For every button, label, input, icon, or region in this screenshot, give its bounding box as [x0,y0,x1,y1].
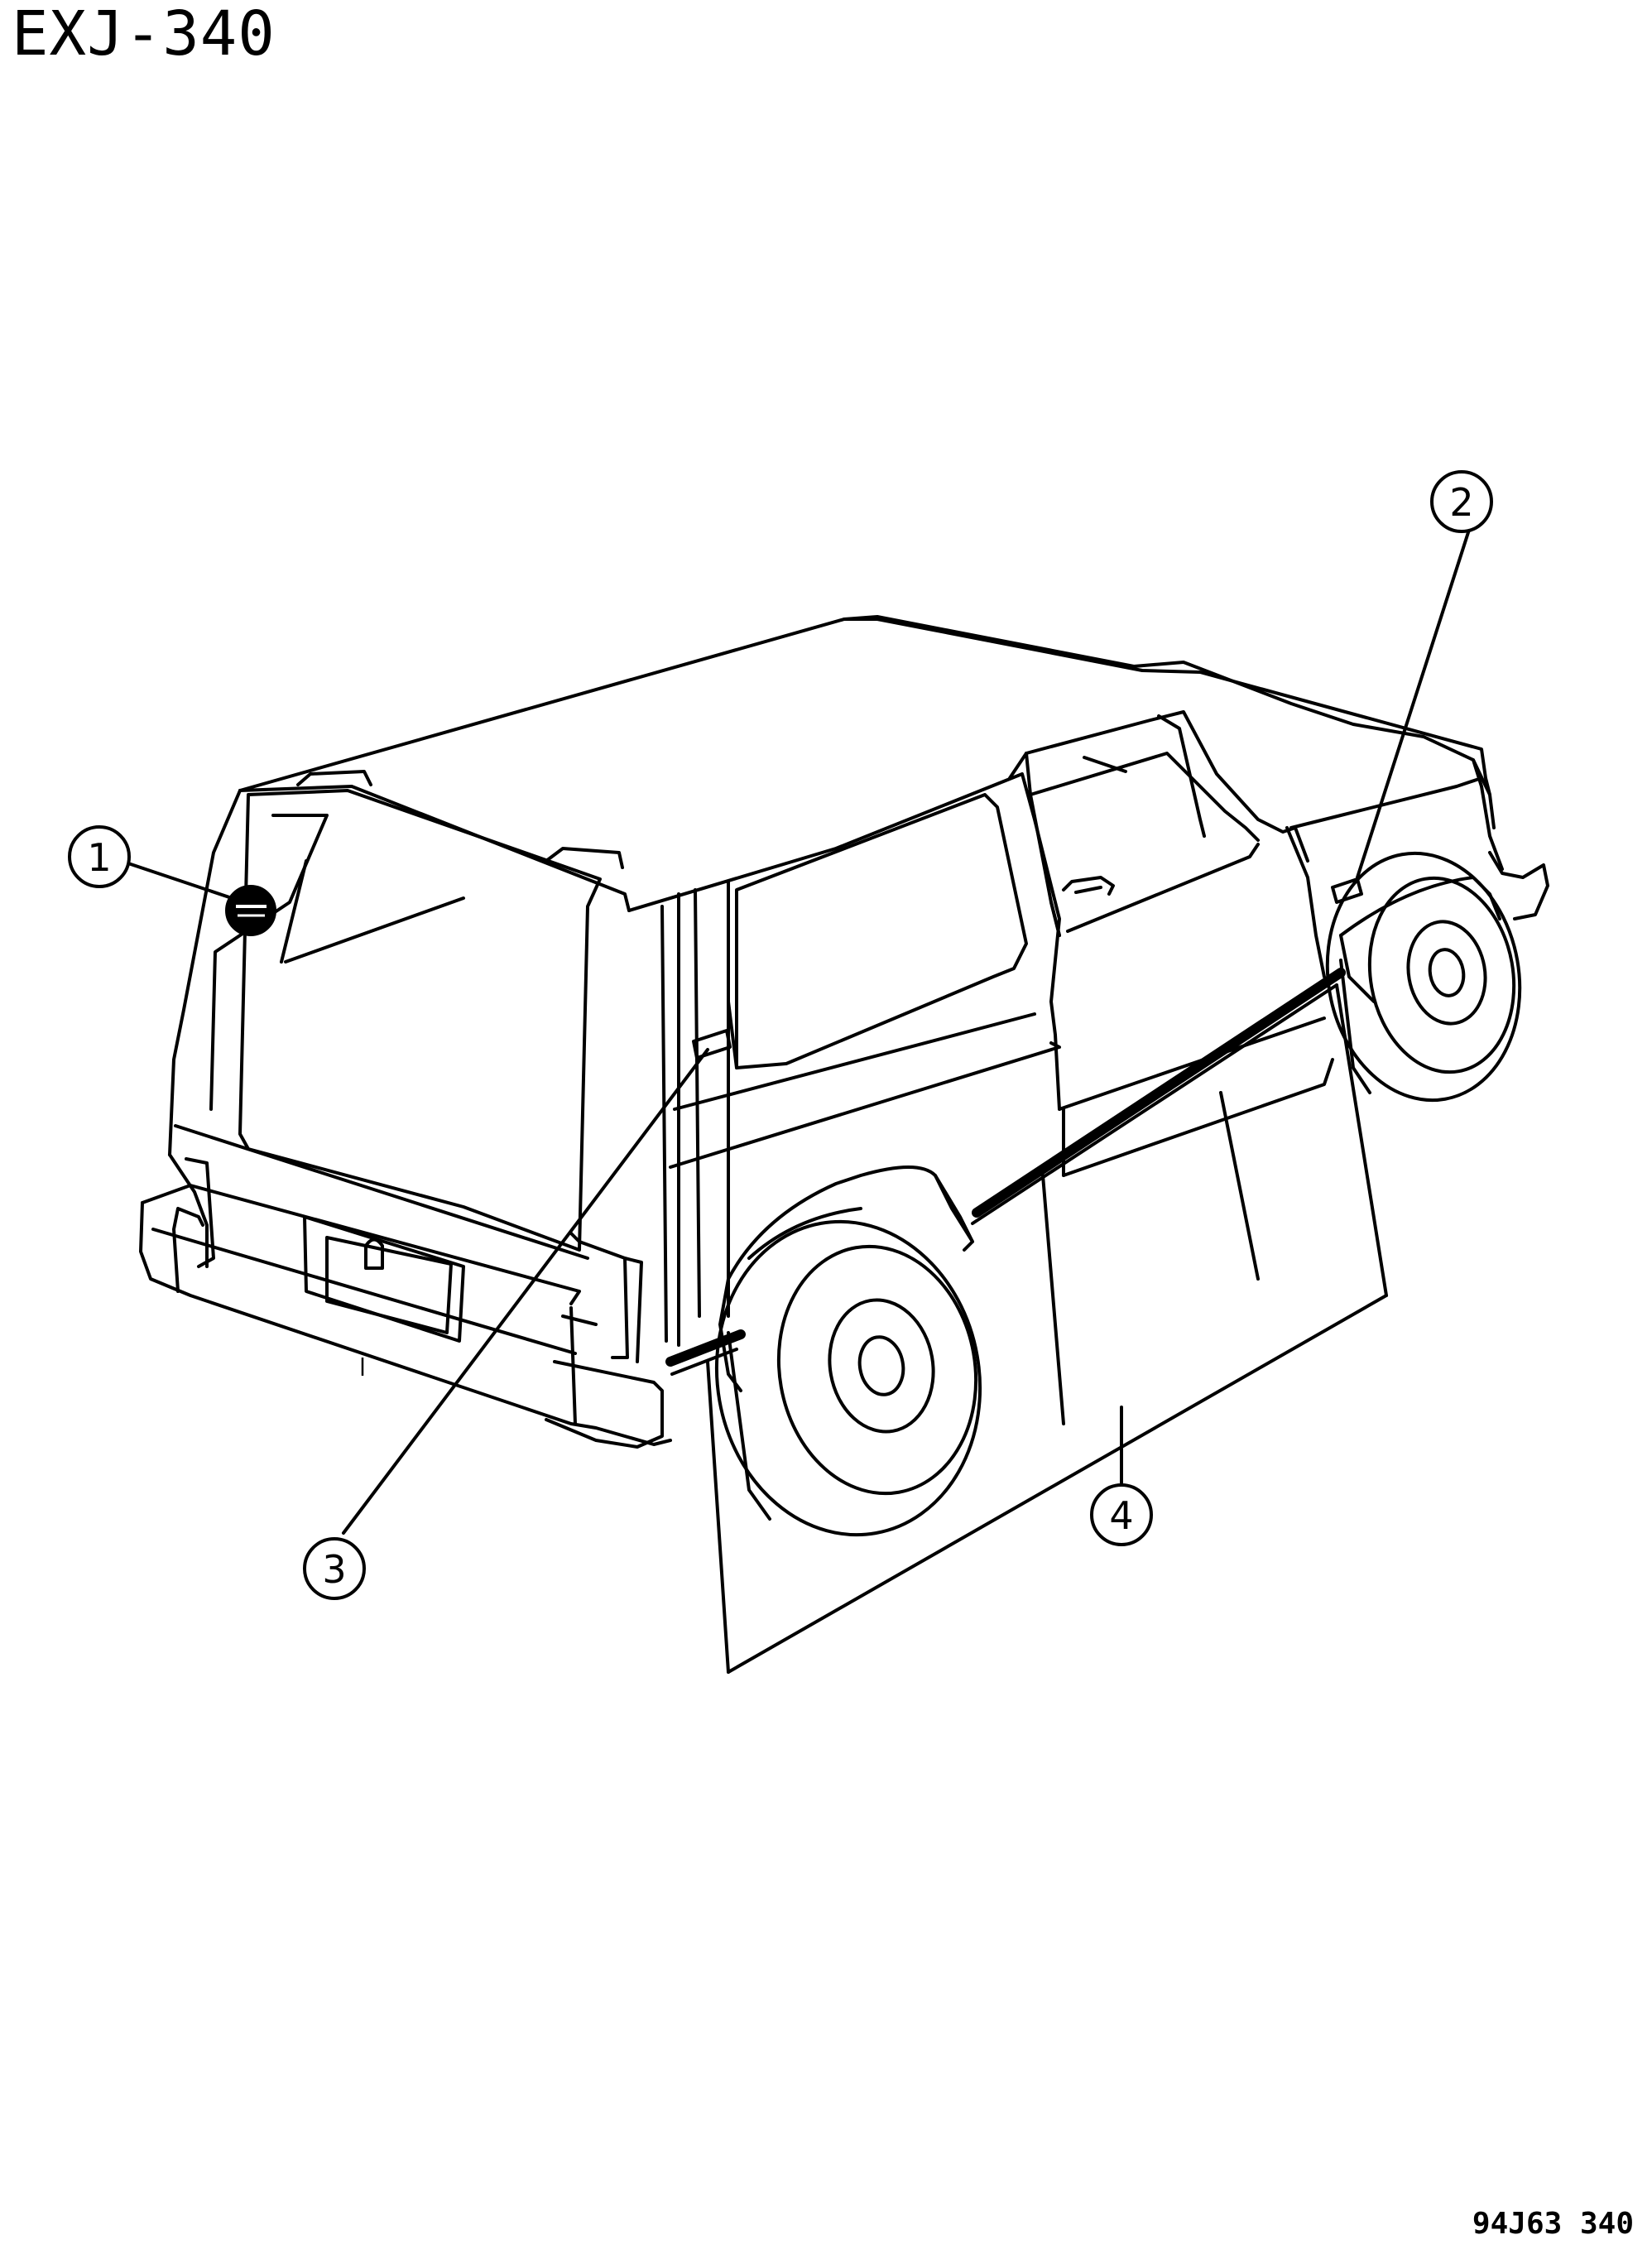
callout-4: 4 [1090,1483,1153,1546]
vehicle-body [139,615,1549,1537]
callout-2-label: 2 [1449,480,1473,525]
callout-3: 3 [303,1537,366,1600]
diagram-title: EXJ-340 [12,0,276,70]
leader-lines [124,528,1471,1674]
callout-1-label: 1 [87,835,111,880]
front-fender-badge [1331,877,1363,904]
spare-tire-emblem [225,885,276,936]
figure-code: 94J63 340 [1472,2207,1634,2241]
callout-3-label: 3 [322,1547,346,1592]
callout-1: 1 [68,825,131,888]
callout-4-label: 4 [1109,1493,1133,1538]
rear-quarter-badge [692,1029,732,1060]
callout-2: 2 [1430,470,1493,533]
